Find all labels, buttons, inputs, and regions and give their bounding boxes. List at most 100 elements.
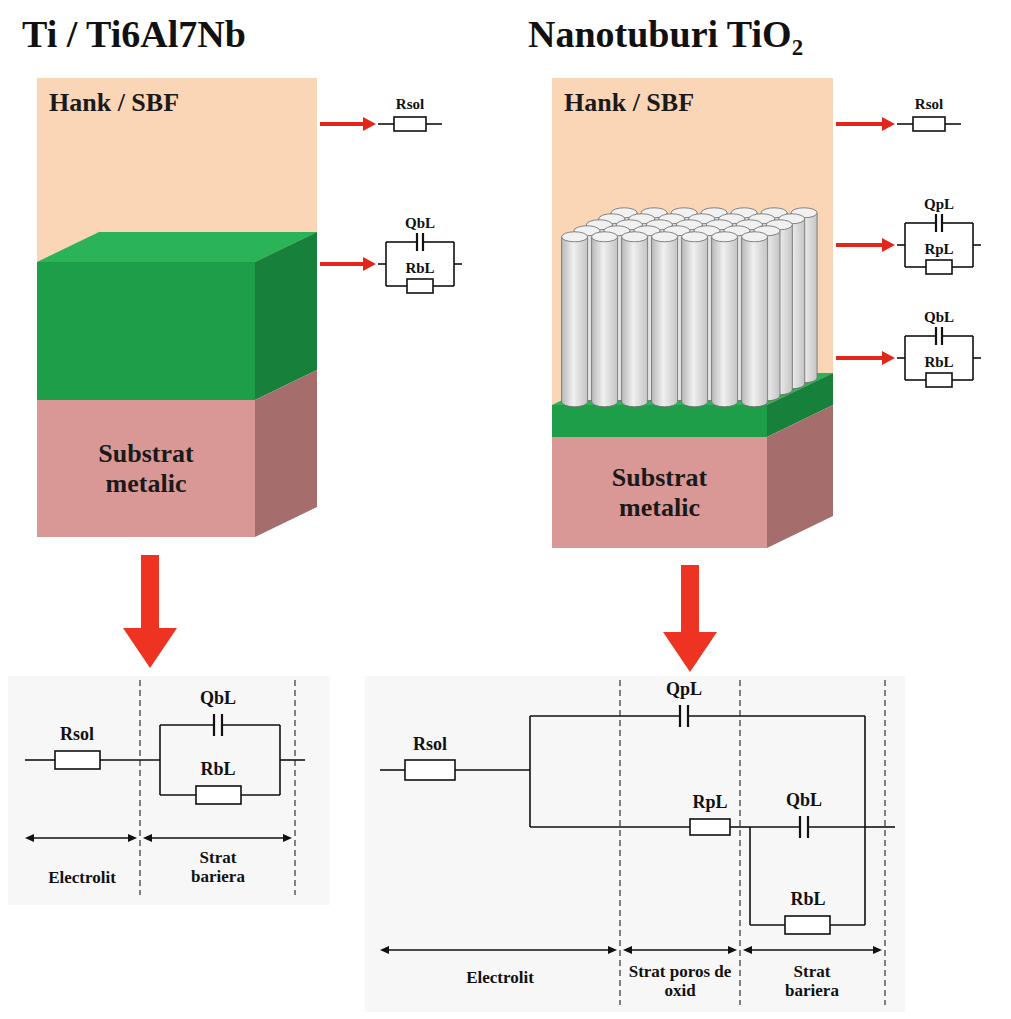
circuit-element-label: QbL [924, 309, 954, 326]
layer-label: Hank / SBF [49, 88, 179, 118]
red-arrow-head [882, 351, 895, 365]
big-arrow-head [663, 632, 717, 672]
red-arrow-shaft [320, 262, 365, 266]
circuit-wire [905, 335, 936, 337]
circuit-wire [385, 242, 387, 286]
resistor-symbol [407, 279, 433, 293]
nanotube-top [592, 232, 618, 242]
dimension-arrowhead [380, 946, 389, 954]
circuit-wire [530, 826, 690, 828]
layer-caption: Strat bariera [767, 963, 857, 1000]
nanotube-top [622, 232, 648, 242]
substrate-block: Substrat metalic [37, 400, 255, 537]
red-arrow-head [882, 117, 895, 131]
resistor-symbol [196, 786, 241, 804]
capacitor-plate [935, 327, 937, 345]
circuit-element-label: RbL [790, 890, 825, 910]
circuit-wire [904, 336, 906, 380]
circuit-wire [830, 924, 865, 926]
dimension-line [750, 949, 875, 950]
circuit-wire [897, 357, 905, 359]
circuit-wire [25, 759, 55, 761]
resistor-symbol [405, 760, 455, 780]
electrolyte-region: Hank / SBF [37, 78, 317, 178]
circuit-wire [529, 716, 531, 827]
circuit-wire [942, 222, 973, 224]
red-arrow-head [363, 257, 376, 271]
circuit-element-label: QbL [200, 689, 236, 709]
red-arrow-shaft [836, 356, 884, 360]
capacitor-plate [935, 214, 937, 232]
layer-caption: Electrolit [466, 969, 534, 988]
capacitor-plate [221, 714, 223, 736]
layer-boundary-dashed [619, 680, 620, 1005]
layer-label: Substrat metalic [580, 463, 740, 523]
oxide-barrier-layer [37, 262, 255, 400]
circuit-wire [905, 222, 936, 224]
layer-caption: Strat poros de oxid [625, 963, 735, 1000]
circuit-wire [433, 285, 454, 287]
circuit-element-label: QpL [924, 196, 954, 213]
circuit-wire [386, 241, 417, 243]
circuit-wire [864, 716, 866, 925]
layer-boundary-dashed [139, 680, 140, 895]
circuit-element-label: RpL [924, 241, 953, 258]
circuit-wire [897, 123, 913, 125]
resistor-symbol [926, 260, 952, 274]
metal-substrate-side [255, 370, 317, 537]
layer-caption: Strat bariera [173, 849, 263, 886]
circuit-wire [455, 769, 530, 771]
circuit-wire [100, 759, 160, 761]
circuit-wire [749, 827, 751, 925]
circuit-wire [386, 285, 407, 287]
dimension-arrowhead [608, 946, 617, 954]
circuit-wire [905, 266, 926, 268]
circuit-wire [159, 725, 161, 795]
dimension-line [387, 949, 610, 950]
nanotube-body [562, 237, 588, 407]
red-arrow-shaft [836, 122, 884, 126]
circuit-wire [750, 826, 800, 828]
circuit-wire [973, 357, 981, 359]
circuit-element-label: RbL [200, 760, 235, 780]
circuit-wire [750, 924, 785, 926]
big-arrow-shaft [141, 555, 159, 628]
circuit-element-label: QbL [405, 215, 435, 232]
circuit-wire [380, 769, 405, 771]
capacitor-plate [416, 233, 418, 251]
dimension-line [150, 837, 285, 838]
circuit-panel [365, 676, 905, 1012]
circuit-wire [865, 826, 895, 828]
dimension-arrowhead [25, 834, 34, 842]
circuit-wire [222, 724, 280, 726]
dimension-arrowhead [143, 834, 152, 842]
nanotube-top [652, 232, 678, 242]
circuit-wire [952, 266, 973, 268]
red-arrow-shaft [836, 243, 884, 247]
circuit-wire [688, 715, 865, 717]
dimension-arrowhead [873, 946, 882, 954]
circuit-wire [280, 759, 305, 761]
big-arrow-shaft [681, 565, 699, 632]
circuit-element-label: RbL [405, 260, 434, 277]
resistor-symbol [690, 819, 730, 835]
layer-label: Hank / SBF [564, 88, 694, 118]
nanotube-body [622, 237, 648, 407]
circuit-element-label: Rsol [413, 735, 447, 755]
metal-substrate [37, 400, 255, 537]
resistor-symbol [913, 117, 945, 131]
circuit-element-label: RbL [924, 354, 953, 371]
layer-caption: Electrolit [48, 869, 116, 888]
circuit-wire [378, 123, 394, 125]
nanotube-body [592, 237, 618, 407]
substrate-block: Substrat metalic [552, 437, 767, 548]
nanotube-body [652, 237, 678, 407]
circuit-wire [454, 263, 462, 265]
electrolyte-region: Hank / SBF [552, 78, 833, 178]
dimension-arrowhead [623, 946, 632, 954]
circuit-wire [952, 379, 973, 381]
layer-boundary-dashed [884, 680, 885, 1005]
layer-label: Substrat metalic [66, 439, 226, 499]
nanotube-body [712, 237, 738, 407]
resistor-symbol [926, 373, 952, 387]
